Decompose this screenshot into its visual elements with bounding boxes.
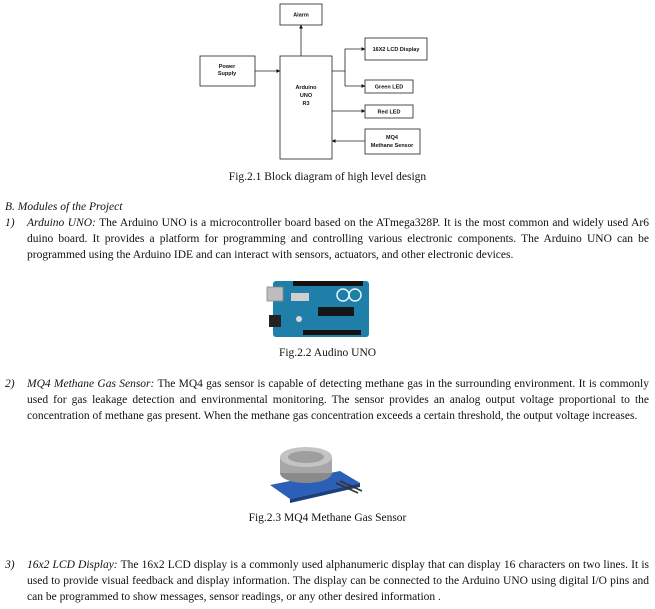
alarm-label: Alarm bbox=[293, 13, 309, 19]
item-number: 3) bbox=[5, 559, 15, 571]
item-body: The Arduino UNO is a microcontroller boa… bbox=[27, 217, 649, 261]
lcd-label: 16X2 LCD Display bbox=[373, 47, 421, 53]
red-led-label: Red LED bbox=[378, 110, 401, 116]
arduino-label-3: R3 bbox=[302, 101, 309, 107]
figure-caption-2-1: Fig.2.1 Block diagram of high level desi… bbox=[228, 171, 427, 183]
item-heading: MQ4 Methane Gas Sensor: bbox=[27, 378, 155, 390]
arduino-label-1: Arduino bbox=[295, 85, 317, 91]
figure-caption-2-3: Fig.2.3 MQ4 Methane Gas Sensor bbox=[248, 512, 407, 524]
item-heading: 16x2 LCD Display: bbox=[27, 559, 118, 571]
item-number: 2) bbox=[5, 378, 15, 390]
section-heading: B. Modules of the Project bbox=[5, 201, 123, 213]
item-number: 1) bbox=[5, 217, 15, 229]
item-mq4-sensor: 2) MQ4 Methane Gas Sensor: The MQ4 gas se… bbox=[5, 376, 649, 424]
item-body: The 16x2 LCD display is a commonly used … bbox=[27, 559, 649, 603]
mq4-label-1: MQ4 bbox=[386, 135, 399, 141]
item-heading: Arduino UNO: bbox=[27, 217, 96, 229]
figure-caption-2-2: Fig.2.2 Audino UNO bbox=[278, 347, 377, 359]
arduino-uno-photo bbox=[266, 281, 369, 337]
item-arduino-uno: 1) Arduino UNO: The Arduino UNO is a micr… bbox=[5, 215, 649, 263]
arduino-label-2: UNO bbox=[300, 93, 313, 99]
arduino-block bbox=[279, 55, 333, 160]
mq4-sensor-photo bbox=[270, 447, 363, 503]
item-lcd-display: 3) 16x2 LCD Display: The 16x2 LCD display… bbox=[5, 557, 649, 605]
power-label-1: Power bbox=[219, 64, 236, 70]
mq4-label-2: Methane Sensor bbox=[371, 143, 414, 149]
item-body: The MQ4 gas sensor is capable of detecti… bbox=[27, 378, 650, 422]
power-label-2: Supply bbox=[218, 71, 237, 77]
green-led-label: Green LED bbox=[375, 85, 403, 91]
block-diagram: Alarm Power Supply Arduino UNO R3 16X2 L… bbox=[199, 3, 428, 160]
mq4-block bbox=[364, 128, 421, 155]
